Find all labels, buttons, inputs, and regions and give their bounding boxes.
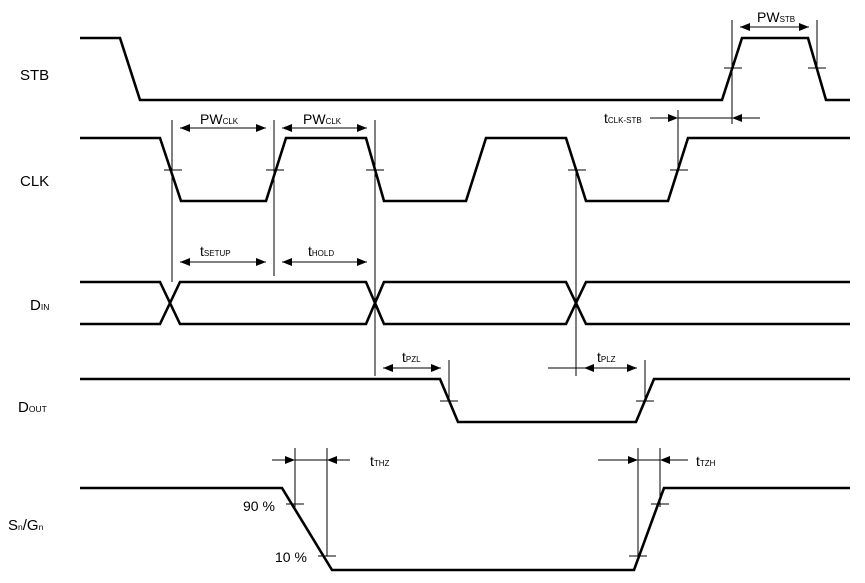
label-90-percent: 90 %: [243, 498, 275, 514]
label-pw-stb: PWSTB: [757, 9, 795, 25]
signal-label-dout: DOUT: [18, 399, 47, 416]
signal-label-clk: CLK: [20, 173, 49, 190]
din-waveform-lower: [80, 280, 850, 326]
signal-label-stb: STB: [20, 67, 49, 84]
signal-label-sngn: Sn/Gn: [8, 517, 44, 534]
label-t-thz: tTHZ: [370, 453, 390, 469]
label-t-hold: tHOLD: [308, 243, 334, 259]
label-t-clk-stb: tCLK-STB: [604, 110, 642, 126]
dout-waveform: [80, 377, 850, 424]
sngn-waveform: [80, 486, 850, 572]
label-t-plz: tPLZ: [597, 349, 616, 365]
clk-waveform: [80, 136, 850, 203]
label-10-percent: 10 %: [275, 549, 307, 565]
signal-label-din: DIN: [30, 297, 49, 314]
label-t-tzh: tTZH: [696, 453, 716, 469]
crossing-ticks: [164, 67, 826, 557]
label-pw-clk-1: PWCLK: [200, 111, 239, 127]
label-t-pzl: tPZL: [402, 349, 421, 365]
label-pw-clk-2: PWCLK: [303, 111, 342, 127]
stb-waveform: [80, 36, 850, 102]
din-waveform-upper: [80, 280, 850, 326]
label-t-setup: tSETUP: [200, 243, 231, 259]
